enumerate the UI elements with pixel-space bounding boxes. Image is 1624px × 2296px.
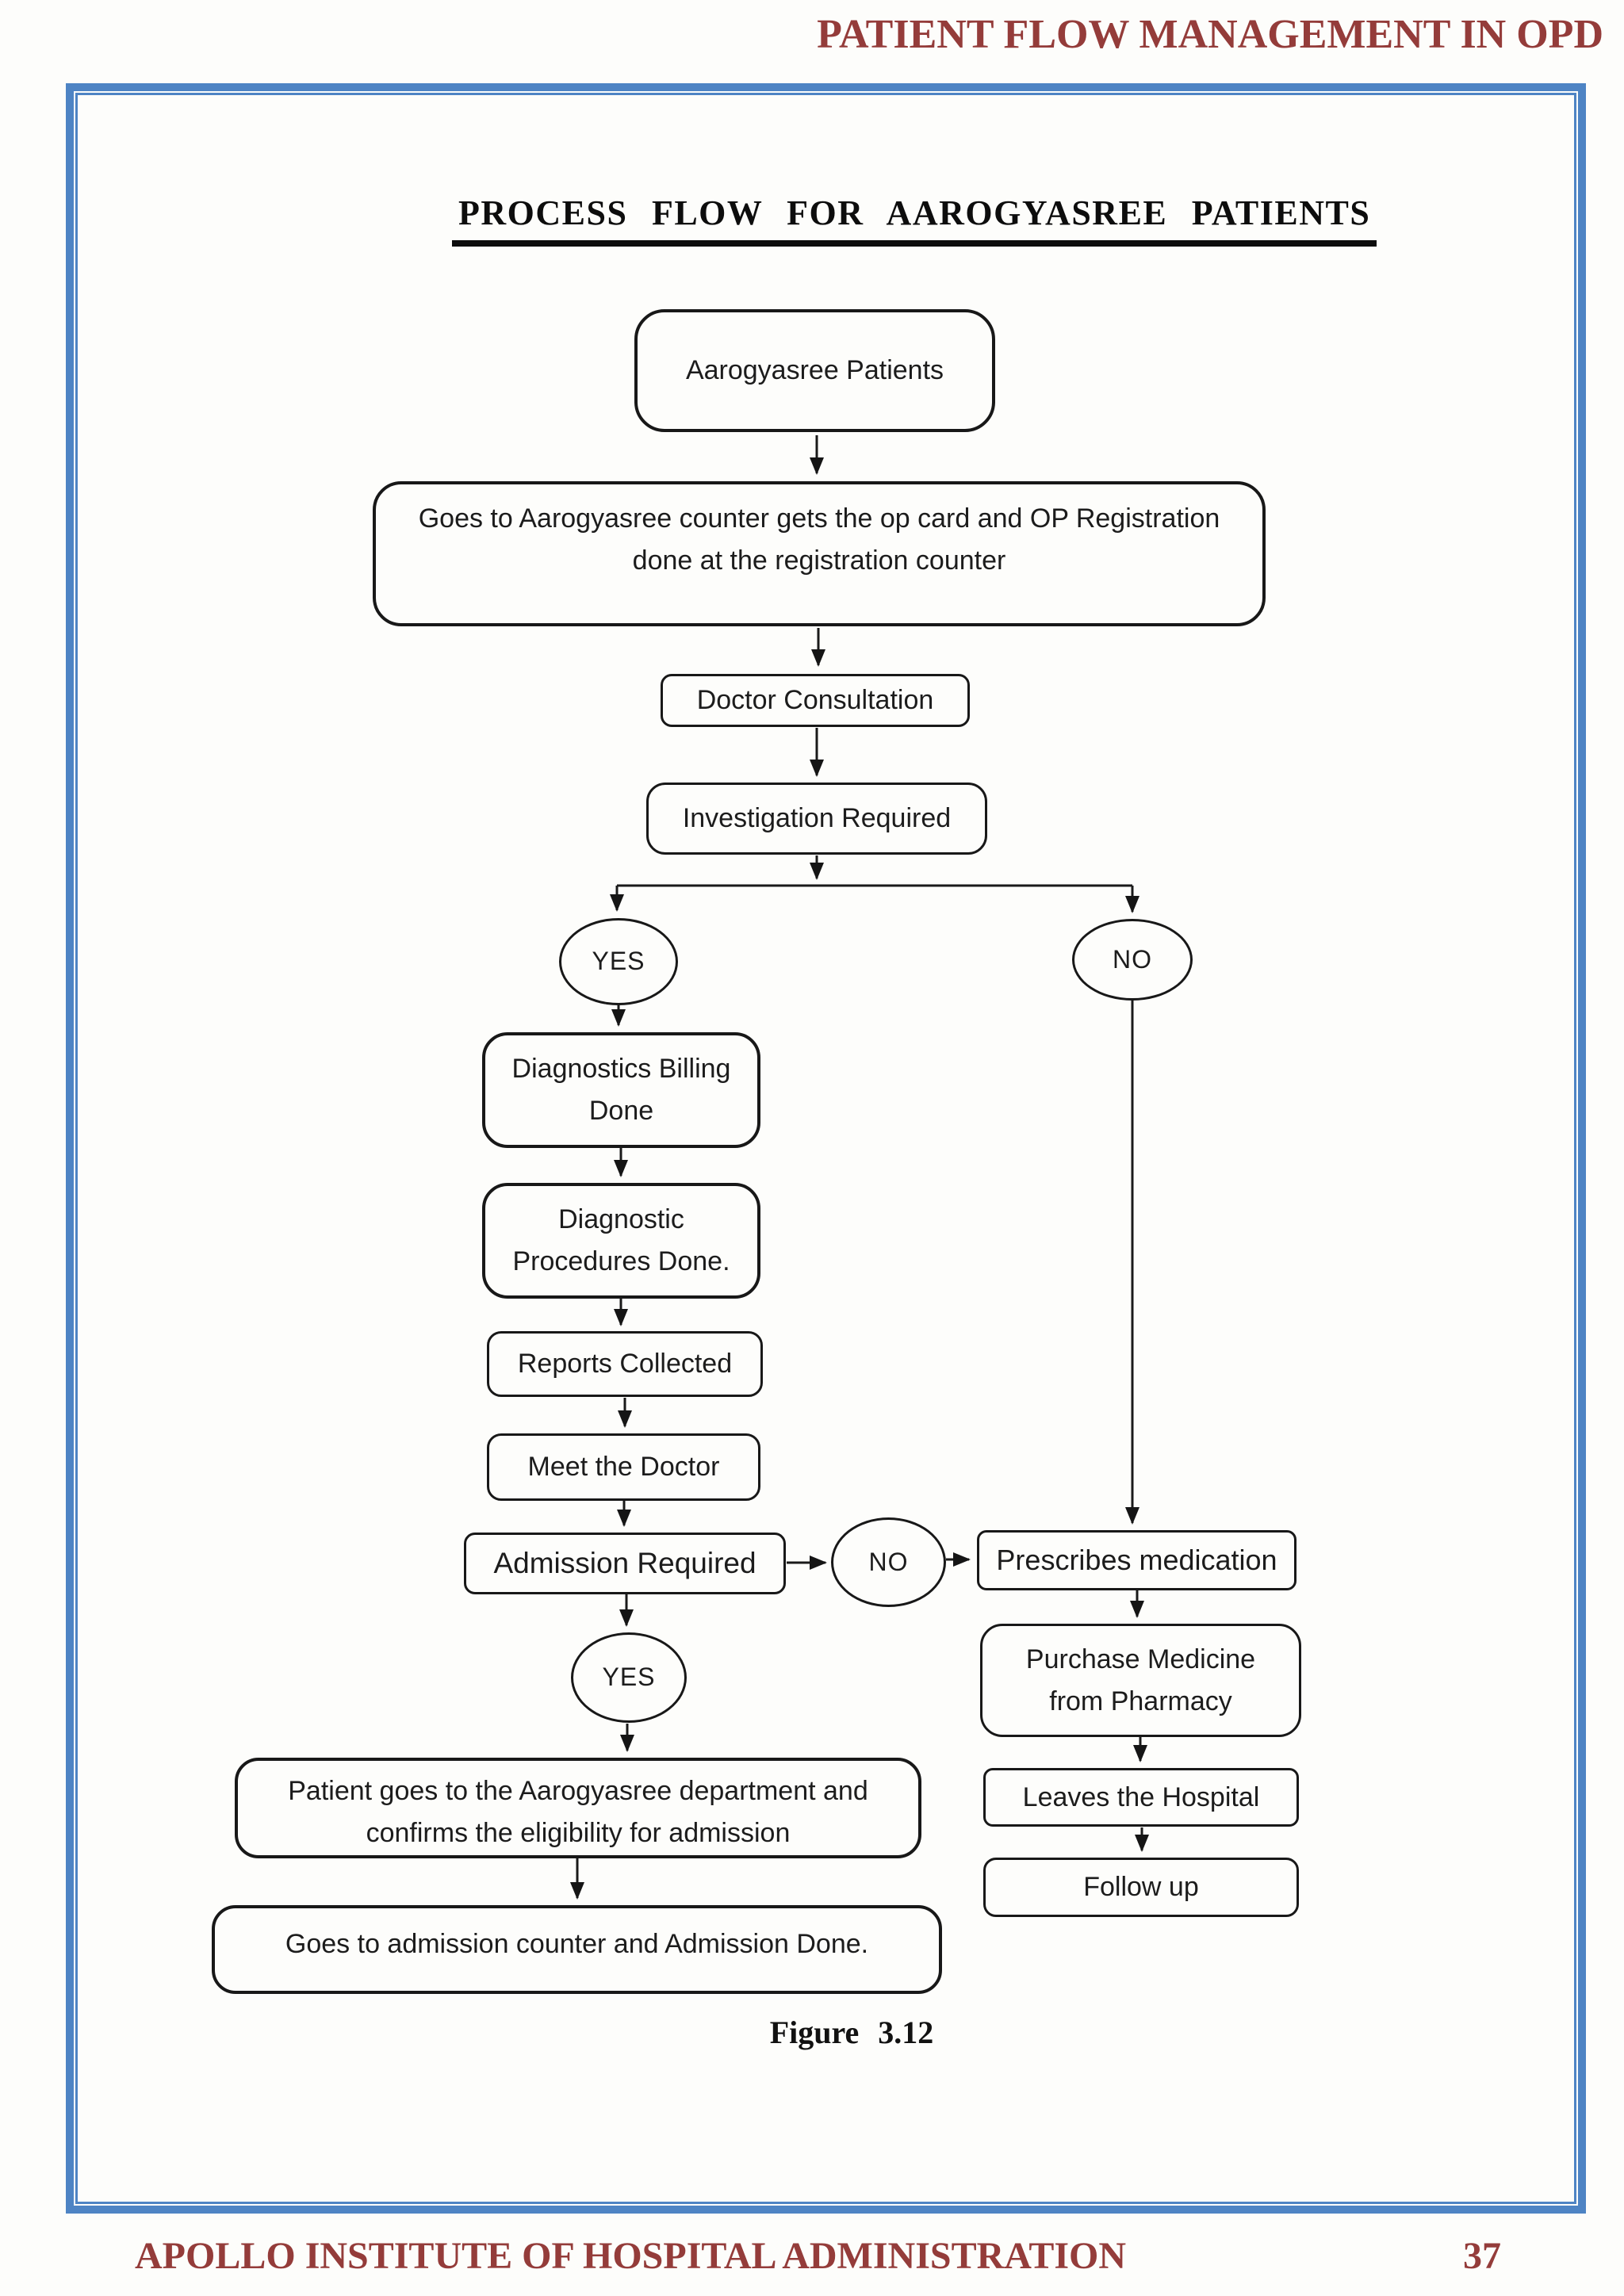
decision-yes-investigation: YES: [559, 918, 678, 1005]
node-diagnostic-procedures-done: Diagnostic Procedures Done.: [482, 1183, 760, 1299]
node-reports-collected: Reports Collected: [487, 1331, 763, 1397]
footer-institute-name: APOLLO INSTITUTE OF HOSPITAL ADMINISTRAT…: [135, 2235, 1127, 2277]
page-border-frame: [66, 83, 1586, 2214]
node-doctor-consultation: Doctor Consultation: [661, 674, 970, 727]
node-leaves-hospital: Leaves the Hospital: [983, 1768, 1299, 1827]
footer-page-number: 37: [1463, 2235, 1501, 2277]
node-prescribes-medication: Prescribes medication: [977, 1530, 1297, 1590]
node-purchase-medicine: Purchase Medicine from Pharmacy: [980, 1624, 1301, 1737]
page-border-frame-inner: [75, 93, 1576, 2204]
decision-no-admission: NO: [831, 1517, 946, 1607]
figure-caption: Figure 3.12: [769, 2015, 934, 2050]
node-diagnostics-billing-done: Diagnostics Billing Done: [482, 1032, 760, 1148]
node-investigation-required: Investigation Required: [646, 783, 987, 855]
node-registration-counter: Goes to Aarogyasree counter gets the op …: [373, 481, 1266, 626]
diagram-title: PROCESS FLOW FOR AAROGYASREE PATIENTS: [452, 193, 1377, 247]
node-follow-up: Follow up: [983, 1858, 1299, 1917]
node-admission-done: Goes to admission counter and Admission …: [212, 1905, 942, 1994]
decision-yes-admission: YES: [571, 1632, 687, 1723]
node-eligibility-confirmation: Patient goes to the Aarogyasree departme…: [235, 1758, 921, 1858]
node-admission-required: Admission Required: [464, 1533, 786, 1594]
diagram-title-text: PROCESS FLOW FOR AAROGYASREE PATIENTS: [452, 193, 1377, 247]
decision-no-investigation: NO: [1072, 919, 1193, 1001]
node-aarogyasree-patients: Aarogyasree Patients: [634, 309, 995, 432]
page-header-title: PATIENT FLOW MANAGEMENT IN OPD: [817, 12, 1603, 57]
node-meet-the-doctor: Meet the Doctor: [487, 1433, 760, 1501]
